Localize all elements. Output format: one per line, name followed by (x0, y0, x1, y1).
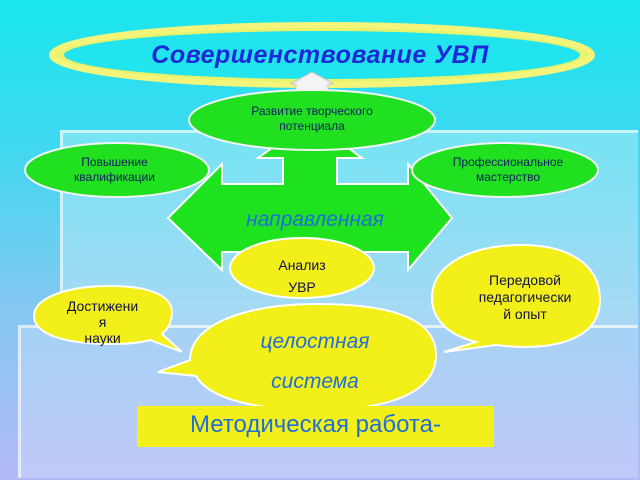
bubble-system (157, 302, 438, 412)
bubble-science (32, 284, 183, 353)
node-science-label: Достижени я науки (66, 298, 139, 346)
center-label: направленная (246, 208, 384, 231)
node-left-label: Повышение квалификации (74, 155, 155, 184)
node-system-label: целостная система (260, 330, 370, 393)
footer-box (137, 406, 494, 447)
title-halo-inner (64, 31, 580, 79)
footer-label: Методическая работа- (190, 411, 441, 438)
ellipse-left (24, 142, 210, 198)
bubble-advanced (430, 243, 602, 353)
ellipse-top (188, 89, 436, 151)
ellipse-right (411, 142, 599, 198)
node-advanced-label: Передовой педагогически й опыт (478, 272, 572, 322)
page-title: Совершенствование УВП (151, 41, 489, 69)
node-right-label: Профессиональное мастерство (452, 155, 564, 184)
bubble-analysis (229, 237, 375, 299)
node-analysis-label: Анализ УВР (278, 257, 326, 295)
node-top-label: Развитие творческого потенциала (251, 104, 373, 133)
